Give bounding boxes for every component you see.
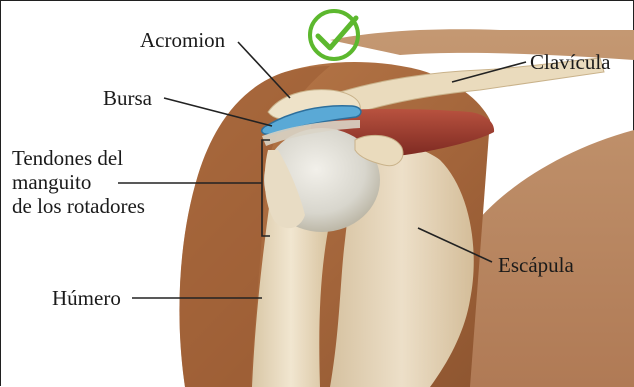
check-circle-icon [310, 11, 358, 59]
label-escapula: Escápula [498, 253, 574, 277]
label-tendons-line2: manguito [12, 170, 145, 194]
label-humero: Húmero [52, 286, 121, 310]
label-tendons: Tendones del manguito de los rotadores [12, 146, 145, 218]
label-acromion: Acromion [140, 28, 225, 52]
label-clavicula: Clavícula [530, 50, 610, 74]
label-bursa: Bursa [103, 86, 152, 110]
label-tendons-line3: de los rotadores [12, 194, 145, 218]
label-tendons-line1: Tendones del [12, 146, 145, 170]
